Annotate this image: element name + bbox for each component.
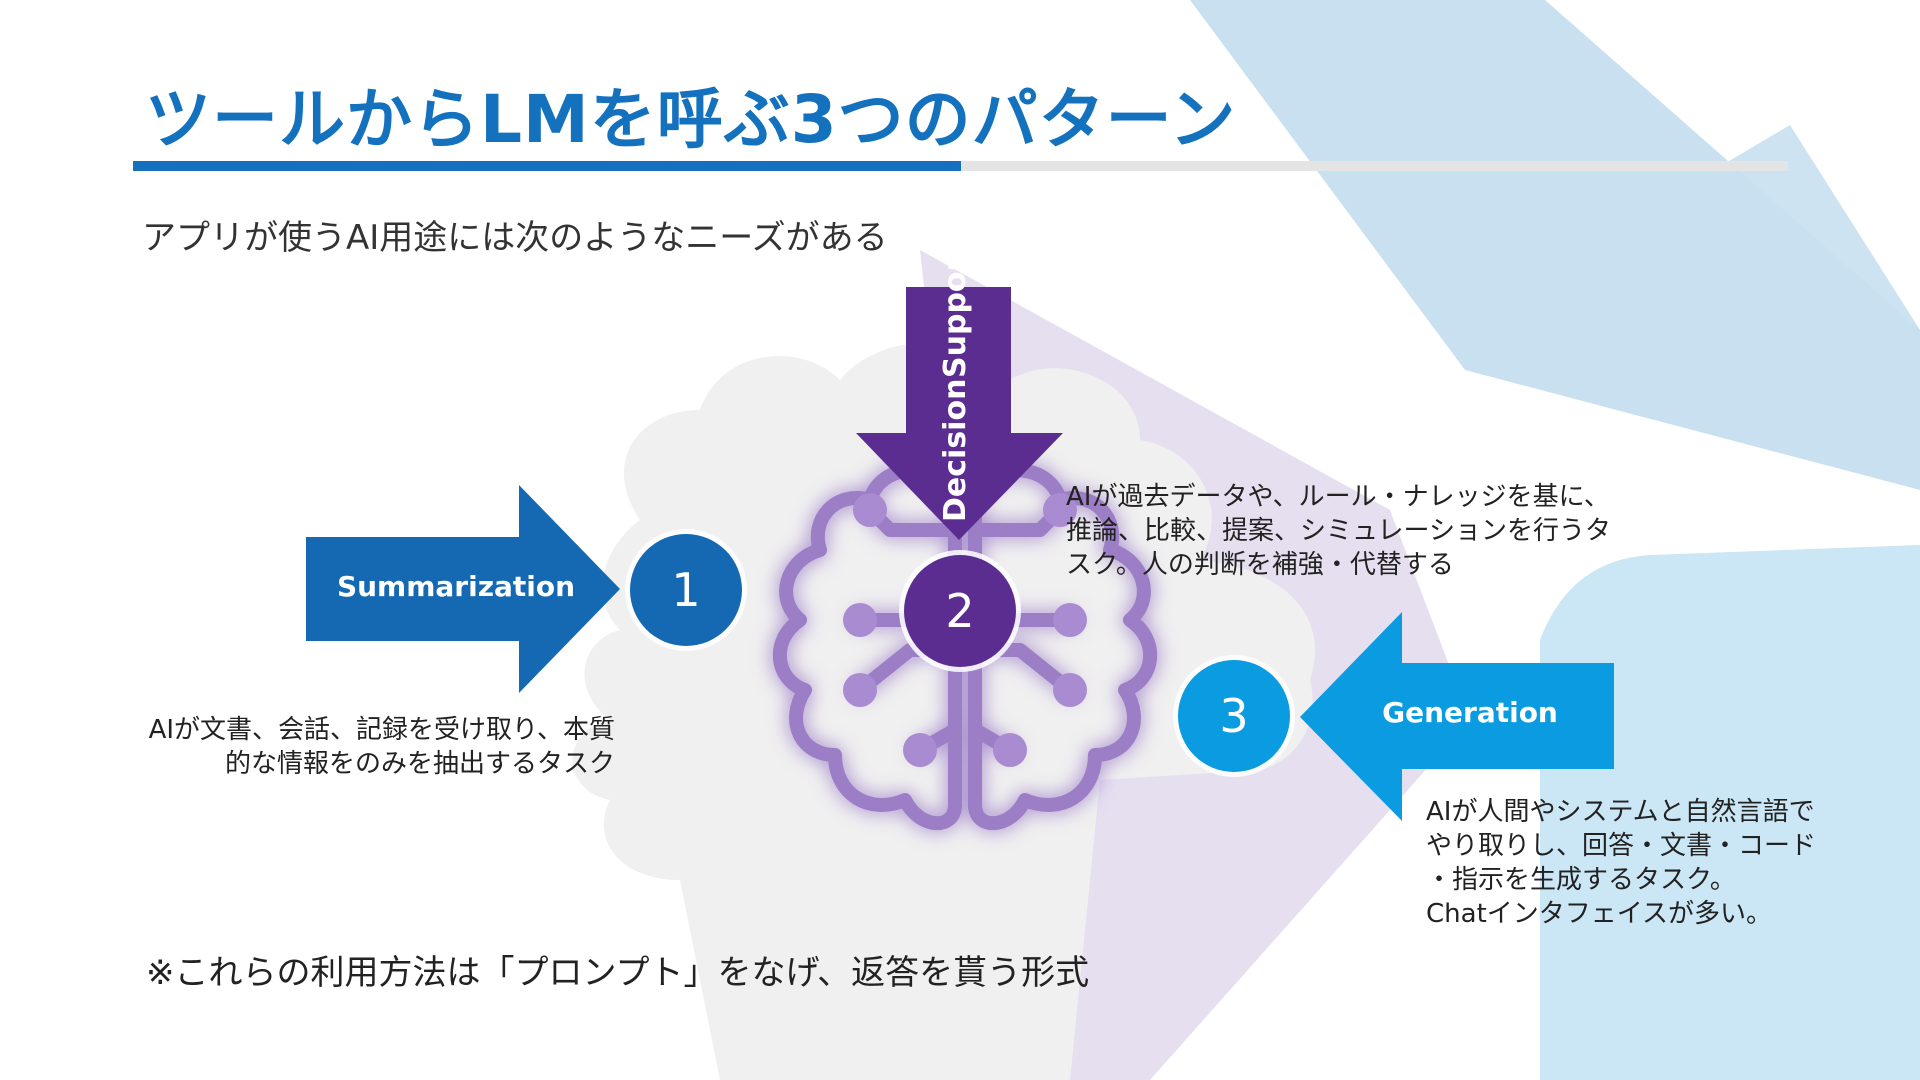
decision-support-label-line: Support (938, 242, 973, 379)
generation-description: AIが人間やシステムと自然言語で やり取りし、回答・文書・コード ・指示を生成す… (1426, 795, 1816, 931)
subtitle: アプリが使うAI用途には次のようなニーズがある (142, 218, 888, 258)
description-line: AIが過去データや、ルール・ナレッジを基に、 (1066, 482, 1610, 512)
description-line: Chatインタフェイスが多い。 (1426, 899, 1772, 929)
pattern-number-badge-1: 1 (630, 534, 742, 646)
bg-chevron-shape-2 (1465, 125, 1920, 370)
description-line: やり取りし、回答・文書・コード (1426, 831, 1817, 861)
description-line: 的な情報をのみを抽出するタスク (224, 749, 615, 779)
description-line: AIが人間やシステムと自然言語で (1426, 797, 1815, 827)
decision-support-label-line: Decision (938, 378, 973, 522)
decision-support-label: Decision Support (906, 242, 1006, 521)
description-line: 推論、比較、提案、シミュレーションを行うタ (1066, 516, 1611, 546)
bg-brain-silhouette (572, 342, 1316, 1080)
footnote: ※これらの利用方法は「プロンプト」をなげ、返答を貰う形式 (146, 953, 1090, 993)
title-underline-accent (133, 161, 961, 171)
bg-cyan-shape-2 (1740, 640, 1920, 1080)
description-line: スク。人の判断を補強・代替する (1066, 550, 1454, 580)
pattern-number-badge-2: 2 (904, 555, 1016, 667)
page-title: ツールからLMを呼ぶ3つのパターン (145, 81, 1237, 158)
generation-label: Generation (1382, 696, 1558, 729)
bg-chevron-shape (1190, 0, 1920, 490)
description-line: AIが文書、会話、記録を受け取り、本質 (148, 715, 615, 745)
summarization-description: AIが文書、会話、記録を受け取り、本質 的な情報をのみを抽出するタスク (110, 713, 615, 781)
decision-support-description: AIが過去データや、ルール・ナレッジを基に、 推論、比較、提案、シミュレーション… (1066, 480, 1611, 582)
pattern-number-badge-3: 3 (1178, 660, 1290, 772)
summarization-label: Summarization (336, 570, 576, 603)
description-line: ・指示を生成するタスク。 (1426, 865, 1736, 895)
